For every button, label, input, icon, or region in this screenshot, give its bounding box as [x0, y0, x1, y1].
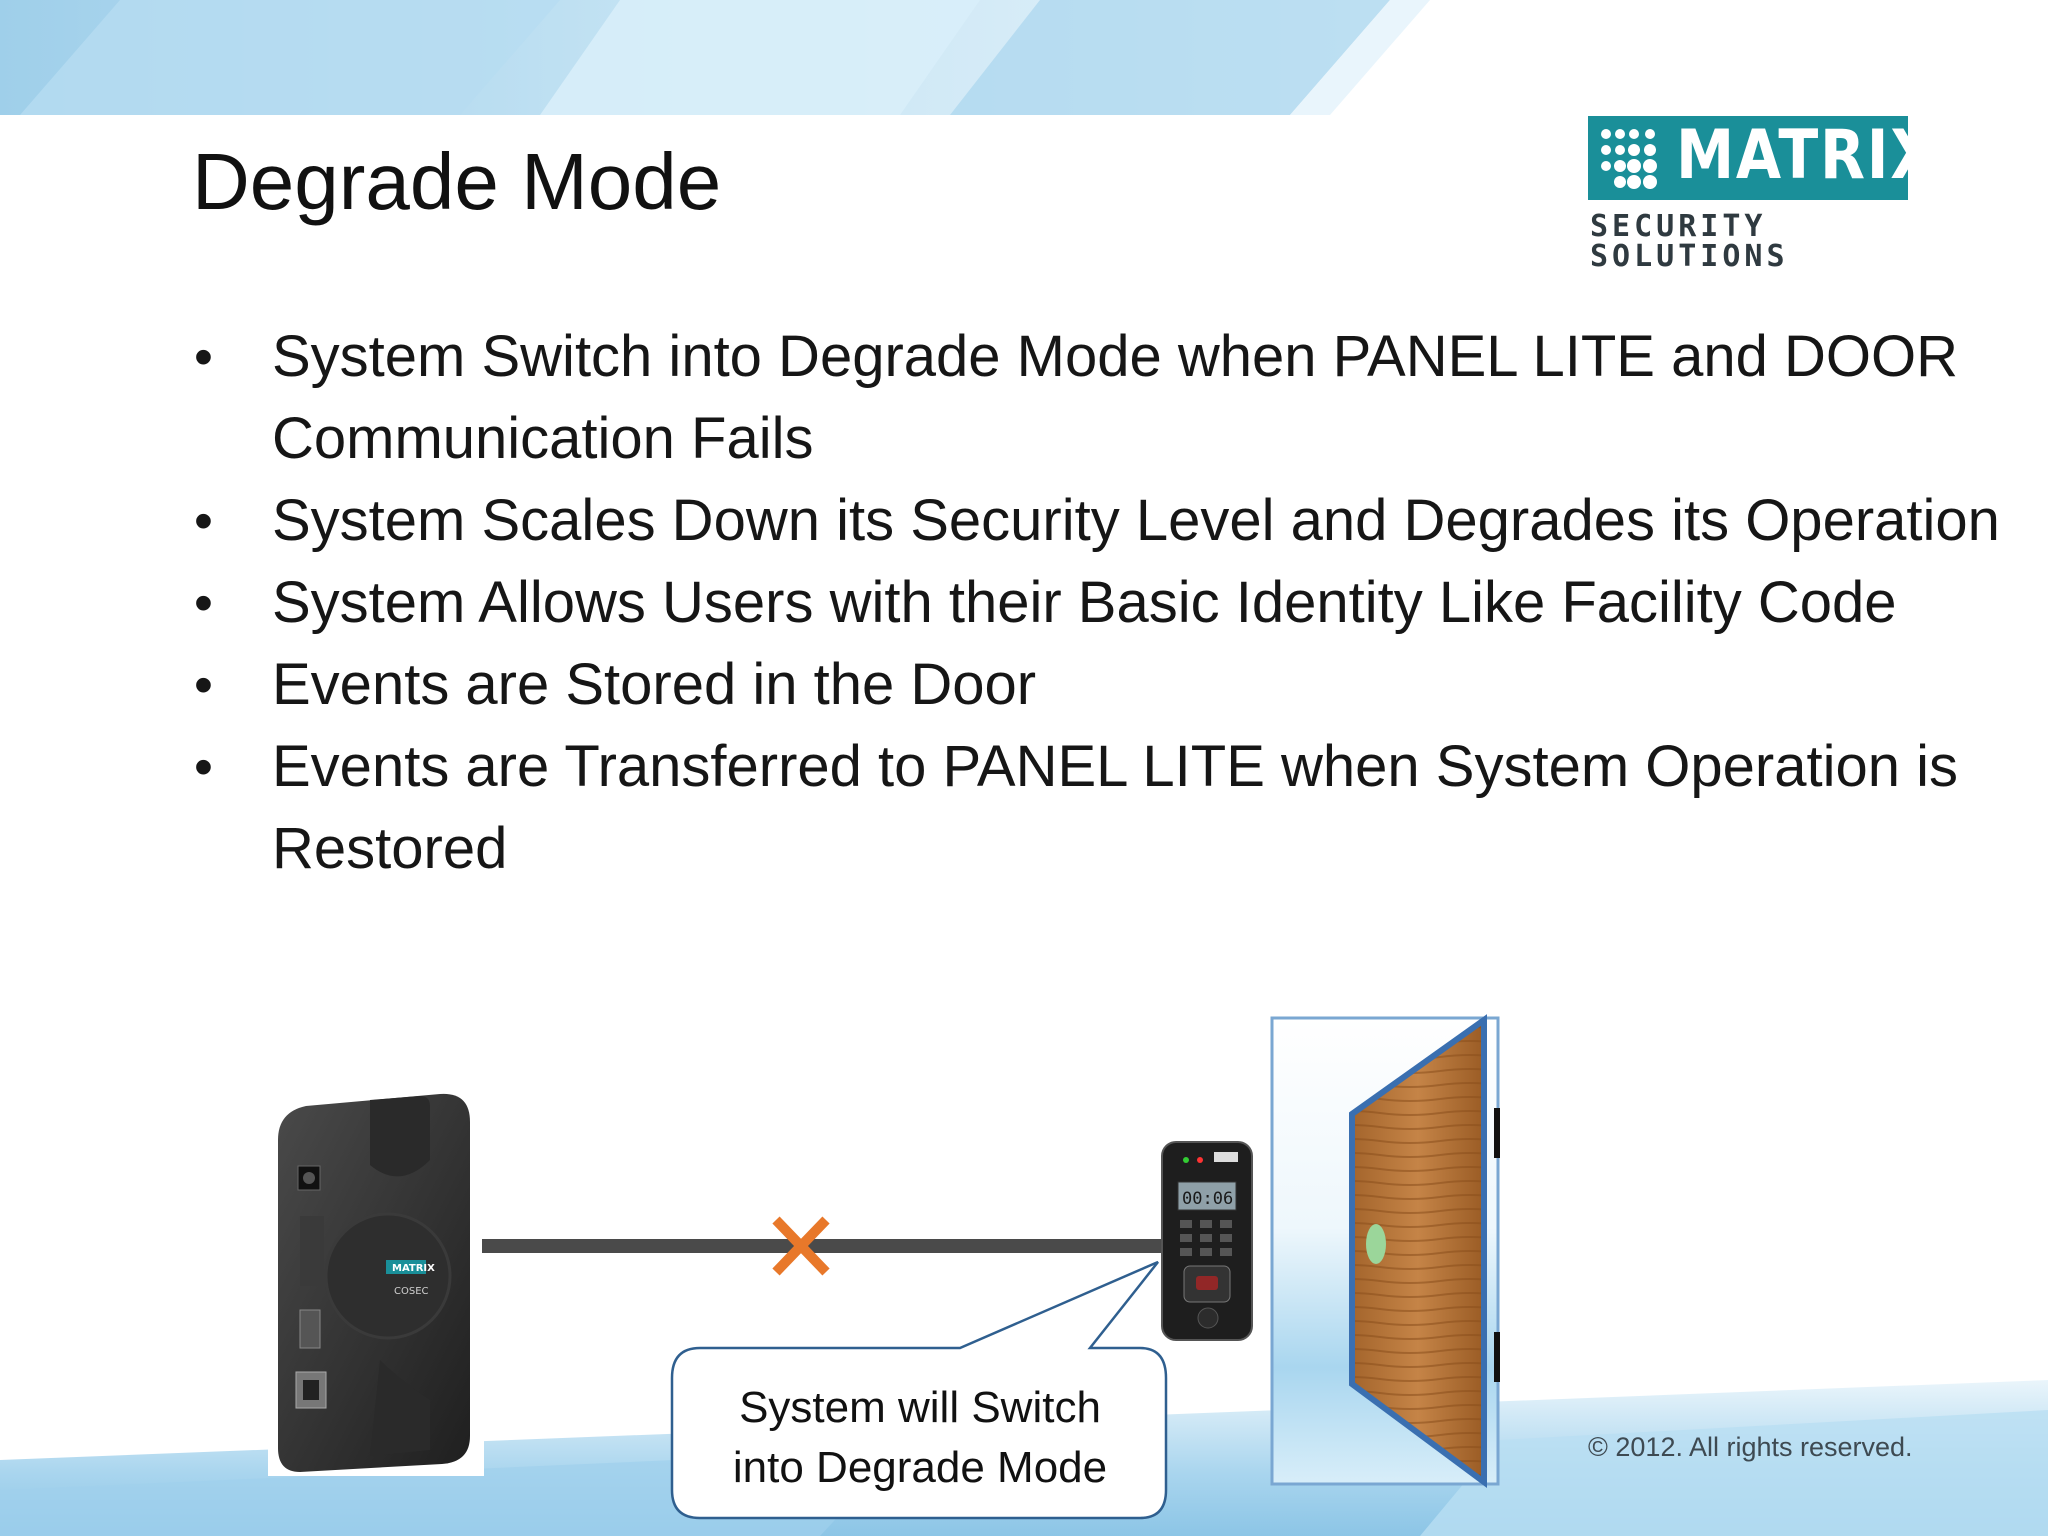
logo-brand: MATRIX	[1676, 116, 1938, 195]
bullet-list: • System Switch into Degrade Mode when PA…	[192, 316, 2012, 890]
door-handle-icon	[1366, 1224, 1386, 1264]
bullet-icon: •	[194, 573, 213, 633]
logo-badge: MATRIX	[1588, 116, 1935, 200]
dots-icon	[1601, 129, 1657, 189]
bullet-item: • System Scales Down its Security Level a…	[192, 480, 2012, 562]
top-banner	[0, 0, 2048, 115]
bullet-item: • Events are Transferred to PANEL LITE wh…	[192, 726, 2012, 890]
bullet-icon: •	[194, 737, 213, 797]
panel-lite-device: MATRIX COSEC	[268, 1093, 484, 1476]
callout-bubble	[670, 1260, 1168, 1520]
bullet-item: • Events are Stored in the Door	[192, 644, 2012, 726]
callout-text: System will Switch into Degrade Mode	[690, 1378, 1150, 1498]
bullet-text: System Switch into Degrade Mode when PAN…	[272, 324, 1958, 471]
failure-x-icon	[772, 1216, 830, 1276]
reader-display-text: 00:06	[1182, 1189, 1233, 1209]
door-leaf	[1349, 1014, 1500, 1488]
bullet-text: Events are Stored in the Door	[272, 652, 1037, 717]
logo-tagline: SECURITY SOLUTIONS	[1590, 209, 1789, 274]
panel-model-text: COSEC	[394, 1286, 429, 1297]
degrade-diagram: MATRIX COSEC	[268, 1014, 1500, 1520]
bullet-item: • System Allows Users with their Basic Id…	[192, 562, 2012, 644]
bullet-item: • System Switch into Degrade Mode when PA…	[192, 316, 2012, 480]
bullet-icon: •	[194, 491, 213, 551]
bullet-text: Events are Transferred to PANEL LITE whe…	[272, 734, 1958, 881]
reader-device: 00:06	[1161, 1141, 1253, 1341]
matrix-logo: MATRIX SECURITY SOLUTIONS	[1588, 116, 1935, 272]
callout-line-2: into Degrade Mode	[732, 1443, 1108, 1492]
bullet-icon: •	[194, 327, 213, 387]
bullet-text: System Scales Down its Security Level an…	[272, 488, 2000, 553]
panel-brand-text: MATRIX	[392, 1263, 435, 1274]
copyright-text: © 2012. All rights reserved.	[1588, 1432, 1913, 1462]
callout-line-1: System will Switch	[739, 1383, 1101, 1432]
bullet-text: System Allows Users with their Basic Ide…	[272, 570, 1897, 635]
slide-title: Degrade Mode	[192, 137, 722, 226]
bullet-icon: •	[194, 655, 213, 715]
